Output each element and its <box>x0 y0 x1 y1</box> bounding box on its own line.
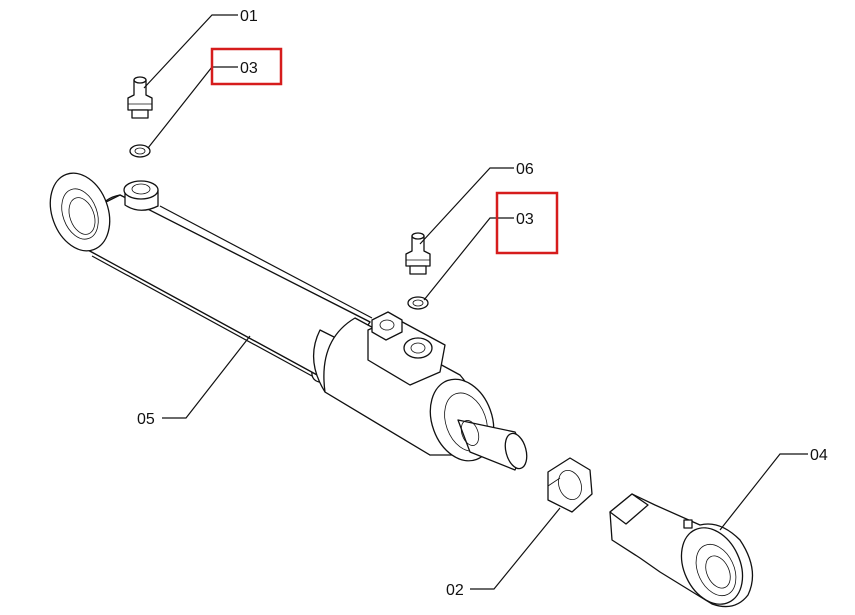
callout-03-mid: 03 <box>516 211 534 228</box>
rod-end <box>609 493 754 608</box>
washer-top <box>129 144 151 158</box>
callout-04: 04 <box>810 447 828 464</box>
callout-03-top: 03 <box>240 60 258 77</box>
callout-06: 06 <box>516 161 534 178</box>
hex-nut <box>547 457 593 513</box>
highlight-box-03-top <box>210 47 283 86</box>
washer-mid <box>407 296 429 310</box>
leader-lines <box>143 14 808 590</box>
cylinder-barrel <box>49 172 528 471</box>
callout-02: 02 <box>446 582 464 599</box>
grease-nipple-top <box>127 76 153 119</box>
grease-nipple-mid <box>405 232 431 275</box>
callout-05: 05 <box>137 411 155 428</box>
callout-01: 01 <box>240 8 258 25</box>
highlight-box-03-mid <box>495 191 559 255</box>
